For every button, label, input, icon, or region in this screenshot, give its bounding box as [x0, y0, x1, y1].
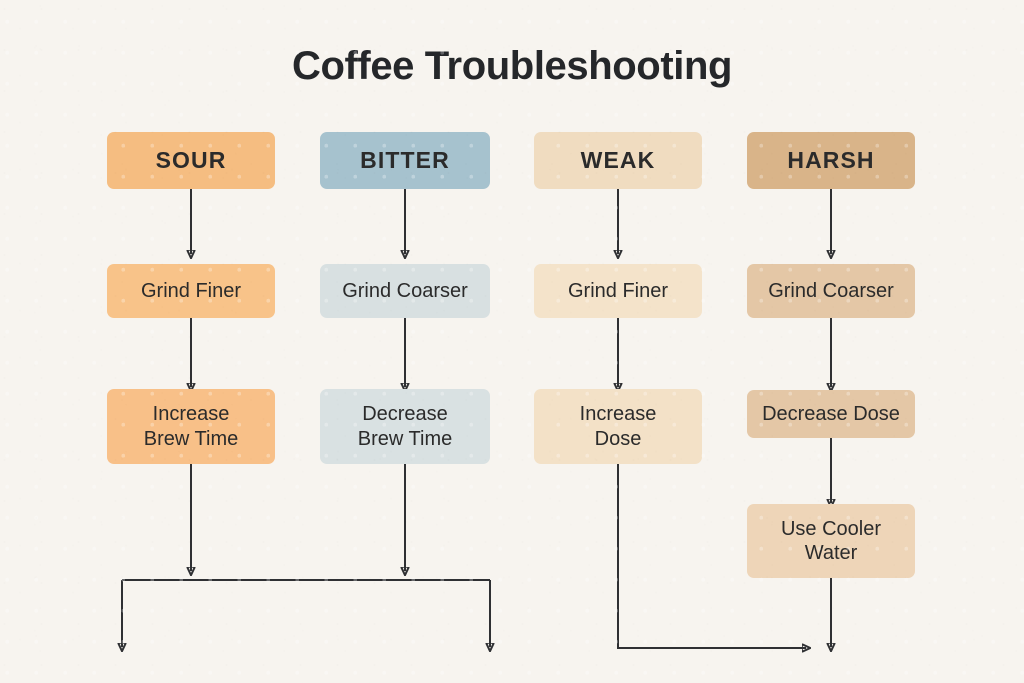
- step-harsh-decrease-dose-label: Decrease Dose: [762, 402, 900, 425]
- step-harsh-decrease-dose[interactable]: Decrease Dose: [747, 390, 915, 438]
- step-harsh-grind-coarser[interactable]: Grind Coarser: [747, 264, 915, 318]
- step-harsh-use-cooler-water[interactable]: Use Cooler Water: [747, 504, 915, 578]
- column-header-sour-label: SOUR: [155, 147, 227, 174]
- step-line-2: Water: [804, 542, 858, 564]
- step-line-2: Brew Time: [357, 427, 453, 450]
- page-title: Coffee Troubleshooting: [291, 44, 733, 88]
- step-line-1: Use Cooler: [780, 517, 882, 540]
- step-bitter-grind-coarser-label: Grind Coarser: [342, 279, 468, 302]
- step-sour-grind-finer-label: Grind Finer: [140, 279, 242, 302]
- step-sour-increase-brew-time-label: Increase Brew Time: [144, 402, 238, 451]
- step-line-1: Increase: [579, 403, 657, 426]
- step-harsh-grind-coarser-label: Grind Coarser: [768, 279, 894, 302]
- step-weak-increase-dose[interactable]: Increase Dose: [534, 389, 702, 464]
- step-line-1: Decrease: [362, 403, 448, 426]
- step-bitter-decrease-brew-time-label: Decrease Brew Time: [358, 402, 452, 451]
- column-header-harsh[interactable]: HARSH: [747, 132, 915, 189]
- step-weak-grind-finer[interactable]: Grind Finer: [534, 264, 702, 318]
- step-harsh-use-cooler-water-label: Use Cooler Water: [781, 517, 881, 566]
- step-weak-grind-finer-label: Grind Finer: [567, 279, 669, 302]
- column-header-bitter[interactable]: BITTER: [320, 132, 490, 189]
- column-header-sour[interactable]: SOUR: [107, 132, 275, 189]
- column-header-bitter-label: BITTER: [360, 147, 450, 174]
- column-header-weak-label: WEAK: [580, 147, 656, 174]
- column-header-weak[interactable]: WEAK: [534, 132, 702, 189]
- step-weak-increase-dose-label: Increase Dose: [580, 402, 657, 451]
- step-bitter-decrease-brew-time[interactable]: Decrease Brew Time: [320, 389, 490, 464]
- step-sour-increase-brew-time[interactable]: Increase Brew Time: [107, 389, 275, 464]
- merge-rail-weak-to-harsh: [617, 464, 806, 648]
- step-line-1: Increase: [152, 403, 230, 426]
- step-line-2: Dose: [594, 427, 642, 450]
- step-sour-grind-finer[interactable]: Grind Finer: [107, 264, 275, 318]
- step-line-2: Brew Time: [143, 427, 239, 450]
- column-header-harsh-label: HARSH: [787, 147, 875, 174]
- step-bitter-grind-coarser[interactable]: Grind Coarser: [320, 264, 490, 318]
